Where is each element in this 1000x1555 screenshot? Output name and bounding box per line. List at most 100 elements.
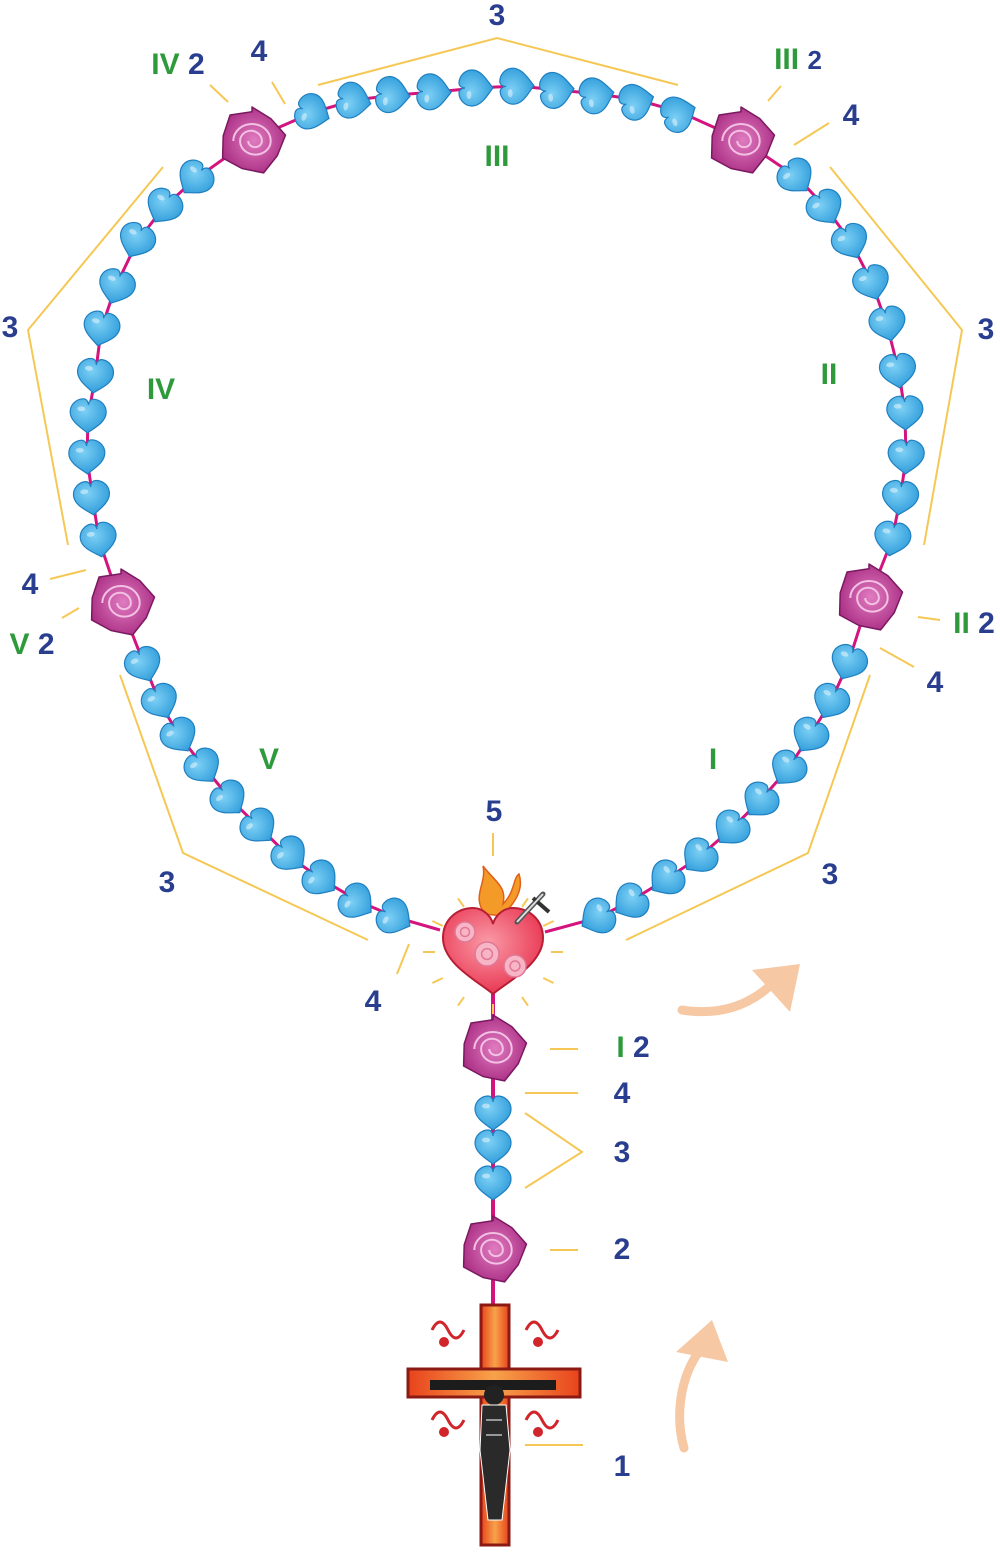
heart-bead-icon bbox=[831, 643, 869, 680]
leader-line bbox=[271, 81, 286, 105]
decade-iii-end-label: 4 bbox=[842, 99, 860, 132]
direction-arrow-icon-head bbox=[676, 1320, 728, 1362]
decade-iv-marker-label: IV 2 bbox=[151, 48, 205, 81]
leader-line bbox=[209, 84, 229, 103]
heart-bead-icon bbox=[474, 1165, 512, 1201]
decade-v-label: V bbox=[258, 743, 280, 776]
heart-bead-icon bbox=[159, 716, 196, 752]
heart-bead-icon bbox=[270, 835, 305, 870]
corpus-arms bbox=[430, 1380, 556, 1390]
heart-bead-icon bbox=[77, 357, 115, 394]
heart-bead-icon bbox=[474, 1129, 512, 1165]
right-lower-count-label: 3 bbox=[821, 858, 839, 891]
heart-bead-icon bbox=[539, 71, 575, 109]
heart-bead-icon bbox=[615, 882, 650, 918]
direction-arrow-icon-head bbox=[752, 964, 800, 1012]
decade-iii-marker-label: III 2 bbox=[774, 43, 822, 76]
heart-bead-icon bbox=[120, 221, 157, 258]
heart-bead-icon bbox=[416, 73, 452, 111]
pendant-two-label: 2 bbox=[613, 1233, 631, 1266]
ornament-dot-icon bbox=[439, 1337, 449, 1347]
leader-line bbox=[793, 122, 830, 146]
heart-bead-icon bbox=[83, 310, 121, 347]
decade-i-label: I bbox=[708, 743, 718, 776]
direction-arrow-icon bbox=[677, 973, 783, 1017]
heart-bead-icon bbox=[69, 398, 107, 434]
heart-bead-icon bbox=[852, 264, 889, 300]
leader-line bbox=[829, 166, 964, 546]
leader-line bbox=[625, 674, 871, 941]
heart-bead-icon bbox=[578, 77, 615, 115]
heart-bead-icon bbox=[684, 837, 719, 872]
leader-line bbox=[396, 943, 410, 975]
decade-iii-label: III bbox=[484, 140, 510, 173]
heart-bead-icon bbox=[830, 222, 867, 259]
heart-bead-icon bbox=[335, 81, 372, 119]
leader-line bbox=[119, 674, 369, 941]
heart-bead-icon bbox=[375, 76, 411, 114]
heart-bead-icon bbox=[874, 520, 912, 557]
leader-line bbox=[49, 569, 87, 580]
leader-line bbox=[26, 166, 164, 546]
heart-bead-icon bbox=[147, 187, 184, 223]
heart-label: 5 bbox=[485, 795, 503, 828]
heart-bead-icon bbox=[140, 682, 177, 719]
rose-bead-icon bbox=[462, 1014, 528, 1082]
heart-bead-icon bbox=[878, 352, 916, 389]
heart-bead-icon bbox=[79, 521, 117, 558]
right-upper-count-label: 3 bbox=[977, 313, 995, 346]
heart-bead-icon bbox=[581, 897, 617, 934]
heart-bead-icon bbox=[776, 157, 812, 192]
leader-line bbox=[879, 647, 915, 668]
leader-line bbox=[61, 607, 80, 619]
heart-bead-icon bbox=[179, 159, 215, 194]
heart-bead-icon bbox=[660, 96, 696, 133]
decade-iv-end-label: 4 bbox=[250, 35, 268, 68]
corpus-detail bbox=[486, 1419, 502, 1436]
direction-arrow-icon bbox=[675, 1345, 705, 1453]
heart-bead-icon bbox=[744, 781, 780, 816]
bead-group bbox=[68, 67, 925, 1201]
heart-bead-icon bbox=[72, 479, 110, 516]
decade-ii-end-label: 4 bbox=[926, 666, 944, 699]
heart-bead-icon bbox=[772, 749, 808, 784]
sacred-heart-icon bbox=[423, 865, 563, 1014]
ornament-dot-icon bbox=[533, 1427, 543, 1437]
heart-bead-icon bbox=[882, 479, 920, 516]
heart-bead-icon bbox=[337, 882, 372, 918]
rose-group bbox=[90, 106, 904, 1283]
corpus-head bbox=[484, 1385, 504, 1405]
heart-bead-icon bbox=[183, 747, 219, 782]
rose-bead-icon bbox=[462, 1215, 528, 1283]
ornament-swirl-icon bbox=[524, 1410, 560, 1430]
leader-line bbox=[767, 85, 782, 102]
heart-bead-icon bbox=[123, 645, 161, 682]
heart-bead-icon bbox=[618, 83, 655, 121]
decade-iv-label: IV bbox=[146, 373, 176, 406]
heart-bead-icon bbox=[805, 188, 842, 224]
left-upper-count-label: 3 bbox=[1, 311, 19, 344]
decade-v-marker-label: V 2 bbox=[9, 628, 55, 661]
heart-bead-icon bbox=[814, 682, 851, 719]
heart-bead-icon bbox=[301, 859, 336, 895]
ornament-swirl-icon bbox=[430, 1410, 466, 1430]
pendant-four-label: 4 bbox=[613, 1077, 631, 1110]
heart-bead-icon bbox=[887, 439, 925, 475]
corpus-body bbox=[479, 1404, 511, 1521]
crucifix-group bbox=[406, 1303, 582, 1547]
ornament-dot-icon bbox=[533, 1337, 543, 1347]
leader-lines bbox=[26, 36, 964, 1446]
ornament-swirl-icon bbox=[430, 1320, 466, 1340]
ornament-swirl-icon bbox=[524, 1320, 560, 1340]
pendant-i-marker-label: I 2 bbox=[616, 1031, 650, 1064]
left-lower-count-label: 3 bbox=[158, 866, 176, 899]
heart-bead-icon bbox=[239, 807, 275, 842]
heart-bead-icon bbox=[99, 268, 136, 304]
ornament-dot-icon bbox=[439, 1427, 449, 1437]
rose-bead-icon bbox=[90, 568, 156, 636]
heart-bead-icon bbox=[886, 395, 924, 431]
leader-line bbox=[524, 1112, 584, 1189]
decade-ii-marker-label: II 2 bbox=[953, 607, 995, 640]
